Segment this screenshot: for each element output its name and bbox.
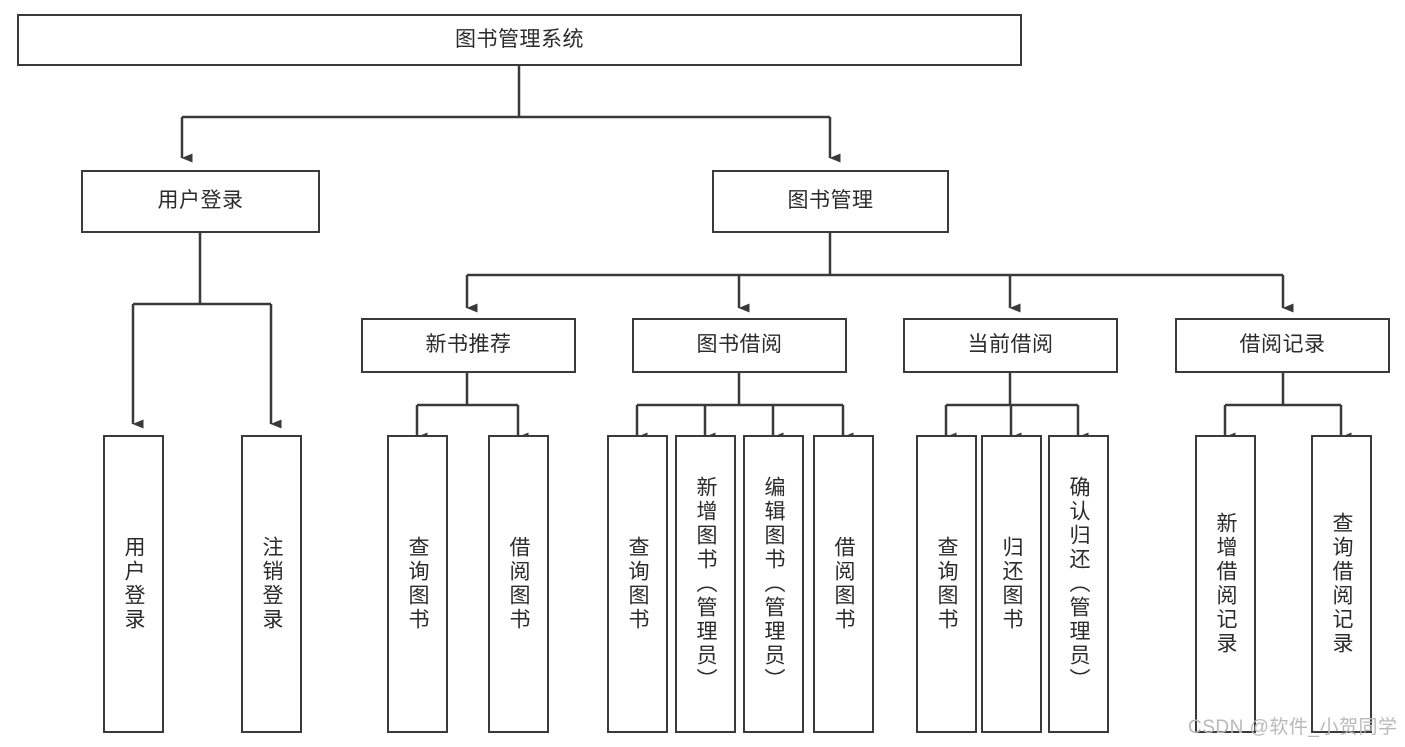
node-label: 归还图书 — [1000, 536, 1023, 632]
node-label: 编辑图书（管理员） — [762, 476, 785, 692]
node-leaf-borrow-book-1[interactable]: 借阅图书 — [488, 435, 549, 733]
node-leaf-add-borrow-record[interactable]: 新增借阅记录 — [1195, 435, 1256, 733]
edge-book-borrow-to-leaves — [635, 373, 854, 442]
node-leaf-return-book[interactable]: 归还图书 — [981, 435, 1042, 733]
node-label: 用户登录 — [122, 536, 145, 632]
node-label: 借阅图书 — [507, 536, 530, 632]
node-borrow-record[interactable]: 借阅记录 — [1175, 318, 1390, 373]
edge-current-borrow-to-leaves — [944, 373, 1089, 442]
node-label: 当前借阅 — [967, 333, 1054, 357]
node-label: 新增借阅记录 — [1214, 512, 1237, 656]
node-label: 图书管理 — [787, 189, 874, 213]
node-leaf-add-book-admin[interactable]: 新增图书（管理员） — [675, 435, 736, 733]
node-new-book-recommend[interactable]: 新书推荐 — [361, 318, 576, 373]
node-leaf-confirm-return-admin[interactable]: 确认归还（管理员） — [1048, 435, 1109, 733]
node-label: 查询图书 — [626, 536, 649, 632]
node-leaf-query-borrow-record[interactable]: 查询借阅记录 — [1311, 435, 1372, 733]
node-book-management-system[interactable]: 图书管理系统 — [17, 14, 1022, 66]
node-label: 图书管理系统 — [455, 27, 584, 51]
node-leaf-query-book-1[interactable]: 查询图书 — [387, 435, 448, 733]
node-label: 借阅图书 — [832, 536, 855, 632]
edge-root-to-level2 — [180, 66, 841, 163]
node-label: 图书借阅 — [696, 333, 783, 357]
node-leaf-borrow-book-2[interactable]: 借阅图书 — [813, 435, 874, 733]
node-label: 查询借阅记录 — [1330, 512, 1353, 656]
node-label: 查询图书 — [406, 536, 429, 632]
node-book-borrow[interactable]: 图书借阅 — [632, 318, 847, 373]
node-leaf-logout-login[interactable]: 注销登录 — [241, 435, 302, 733]
csdn-watermark: CSDN @软件_小贺同学 — [1188, 717, 1398, 738]
node-label: 查询图书 — [935, 536, 958, 632]
node-leaf-edit-book-admin[interactable]: 编辑图书（管理员） — [743, 435, 804, 733]
node-current-borrow[interactable]: 当前借阅 — [903, 318, 1118, 373]
edge-book-manage-to-level3 — [465, 233, 1294, 313]
node-label: 新书推荐 — [425, 333, 512, 357]
node-label: 用户登录 — [157, 189, 244, 213]
node-leaf-query-book-3[interactable]: 查询图书 — [916, 435, 977, 733]
node-user-login[interactable]: 用户登录 — [81, 170, 320, 233]
edge-user-login-to-leaves — [131, 233, 282, 429]
edge-new-book-recommend-to-leaves — [415, 373, 529, 442]
node-book-manage[interactable]: 图书管理 — [712, 170, 949, 233]
node-label: 注销登录 — [260, 536, 283, 632]
edge-borrow-record-to-leaves — [1223, 373, 1352, 442]
node-leaf-user-login[interactable]: 用户登录 — [103, 435, 164, 733]
node-leaf-query-book-2[interactable]: 查询图书 — [607, 435, 668, 733]
node-label: 新增图书（管理员） — [694, 476, 717, 692]
node-label: 借阅记录 — [1239, 333, 1326, 357]
node-label: 确认归还（管理员） — [1067, 476, 1090, 692]
